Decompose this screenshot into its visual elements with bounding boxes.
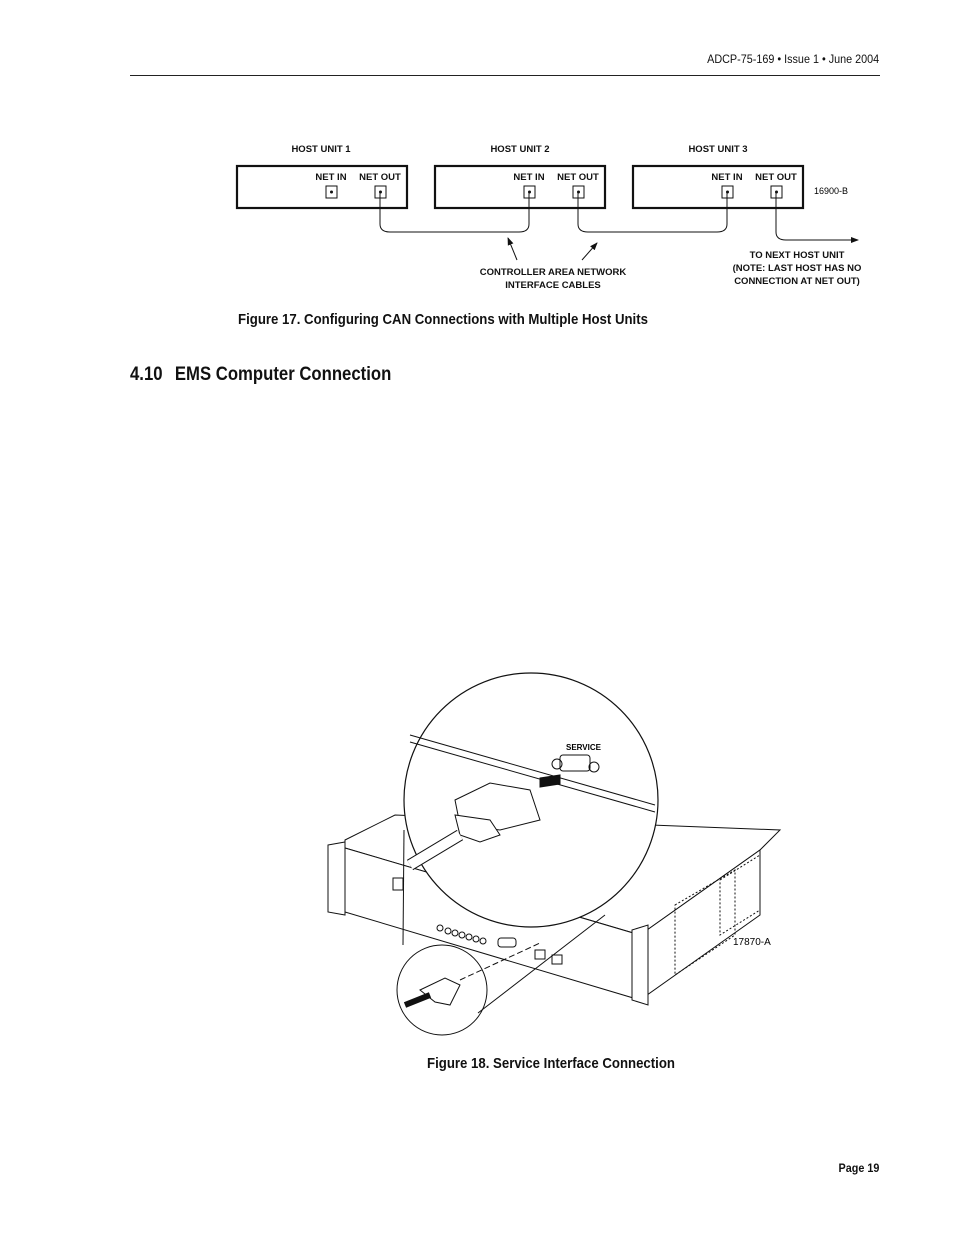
next-host-label-line1: TO NEXT HOST UNIT bbox=[750, 250, 845, 261]
net-in-label: NET IN bbox=[711, 172, 742, 183]
drawing-id: 16900-B bbox=[814, 186, 848, 196]
can-cable-2 bbox=[577, 192, 728, 233]
net-out-label: NET OUT bbox=[557, 172, 599, 183]
net-out-label: NET OUT bbox=[755, 172, 797, 183]
net-in-jack bbox=[325, 185, 338, 199]
host-unit-3-label: HOST UNIT 3 bbox=[688, 144, 747, 155]
figure-17-diagram: HOST UNIT 1 HOST UNIT 2 HOST UNIT 3 NET … bbox=[235, 144, 862, 291]
header-rule bbox=[130, 75, 880, 76]
section-heading: 4.10 EMS Computer Connection bbox=[130, 364, 404, 386]
host-unit-2-label: HOST UNIT 2 bbox=[490, 144, 549, 155]
section-number: 4.10 bbox=[130, 364, 163, 385]
net-out-label: NET OUT bbox=[359, 172, 401, 183]
host-unit-1-label: HOST UNIT 1 bbox=[291, 144, 351, 155]
arrow bbox=[507, 237, 518, 261]
host-unit-3-box bbox=[631, 164, 805, 210]
drawing-id: 17870-A bbox=[733, 937, 771, 948]
can-cable-1 bbox=[379, 192, 530, 233]
service-port bbox=[559, 754, 591, 772]
figure-17-caption: Figure 17. Configuring CAN Connections w… bbox=[238, 311, 648, 328]
service-label: SERVICE bbox=[566, 743, 602, 752]
net-in-label: NET IN bbox=[513, 172, 544, 183]
cables-label-line1: CONTROLLER AREA NETWORK bbox=[480, 267, 627, 278]
document-header: ADCP-75-169 • Issue 1 • June 2004 bbox=[706, 52, 879, 66]
next-host-label-line2: (NOTE: LAST HOST HAS NO bbox=[733, 263, 862, 274]
cables-label-line2: INTERFACE CABLES bbox=[505, 280, 601, 291]
page-number: Page 19 bbox=[838, 1161, 879, 1175]
host-unit-1-box bbox=[235, 164, 409, 210]
next-host-label-line3: CONNECTION AT NET OUT) bbox=[734, 276, 860, 287]
net-in-label: NET IN bbox=[315, 172, 346, 183]
magnified-connector bbox=[406, 734, 656, 871]
figure-18-caption: Figure 18. Service Interface Connection bbox=[427, 1055, 675, 1072]
arrow bbox=[581, 242, 598, 261]
figure-18-illustration: SERVICE 17870-A bbox=[327, 672, 782, 1036]
section-title: EMS Computer Connection bbox=[174, 364, 392, 385]
host-unit-2-box bbox=[433, 164, 607, 210]
cable-to-next-host bbox=[775, 192, 859, 243]
